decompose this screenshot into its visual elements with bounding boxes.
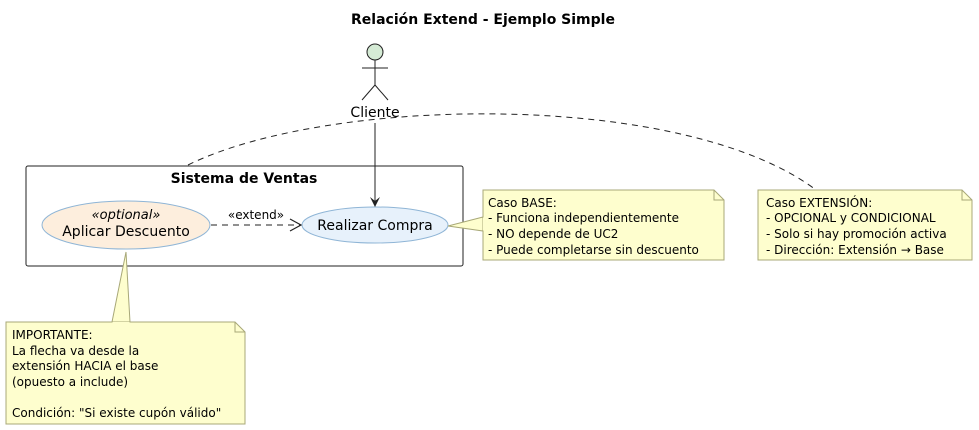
use-case-aplicar-descuento[interactable]: «optional» Aplicar Descuento — [41, 200, 211, 250]
note-base-line: - NO depende de UC2 — [488, 227, 618, 241]
note-base-line: - Puede completarse sin descuento — [488, 243, 699, 257]
note-important: IMPORTANTE: La flecha va desde la extens… — [5, 251, 246, 425]
diagram-title: Relación Extend - Ejemplo Simple — [351, 12, 615, 28]
extend-relation-arrowhead — [289, 218, 303, 232]
note-extension-body — [757, 189, 973, 261]
note-base-corner — [713, 190, 724, 201]
note-base-line: Caso BASE: — [488, 196, 557, 210]
note-important-line: Condición: "Si existe cupón válido" — [12, 406, 221, 420]
note-important-line: La flecha va desde la — [12, 344, 139, 358]
note-important-line: (opuesto a include) — [12, 375, 128, 389]
note-important-corner — [234, 322, 245, 333]
note-extension: Caso EXTENSIÓN: - OPCIONAL y CONDICIONAL… — [757, 189, 973, 261]
extension-ellipse — [41, 200, 211, 250]
actor-right-leg — [374, 84, 389, 101]
base-name: Realizar Compra — [317, 218, 432, 234]
note-base: Caso BASE: - Funciona independientemente… — [447, 189, 725, 261]
extension-name: Aplicar Descuento — [62, 224, 190, 240]
extension-stereotype: «optional» — [92, 208, 161, 223]
extend-relation-label: «extend» — [228, 208, 284, 222]
note-important-body — [5, 321, 246, 425]
note-base-body — [482, 189, 725, 261]
actor-left-leg — [361, 84, 376, 101]
note-extension-line: - Dirección: Extensión → Base — [766, 243, 944, 257]
actor-head — [366, 43, 384, 61]
note-important-line: IMPORTANTE: — [12, 328, 93, 342]
note-extension-corner — [961, 190, 972, 201]
note-base-line: - Funciona independientemente — [488, 211, 679, 225]
note-extension-line: - Solo si hay promoción activa — [766, 227, 947, 241]
use-case-realizar-compra[interactable]: Realizar Compra — [301, 206, 449, 244]
system-name: Sistema de Ventas — [171, 171, 318, 187]
actor-cliente[interactable]: Cliente — [350, 43, 400, 121]
note-extension-line: Caso EXTENSIÓN: — [766, 195, 872, 210]
note-important-line: extensión HACIA el base — [12, 359, 158, 373]
extension-note-connector — [187, 113, 821, 194]
note-extension-line: - OPCIONAL y CONDICIONAL — [766, 211, 936, 225]
actor-name: Cliente — [350, 105, 399, 121]
